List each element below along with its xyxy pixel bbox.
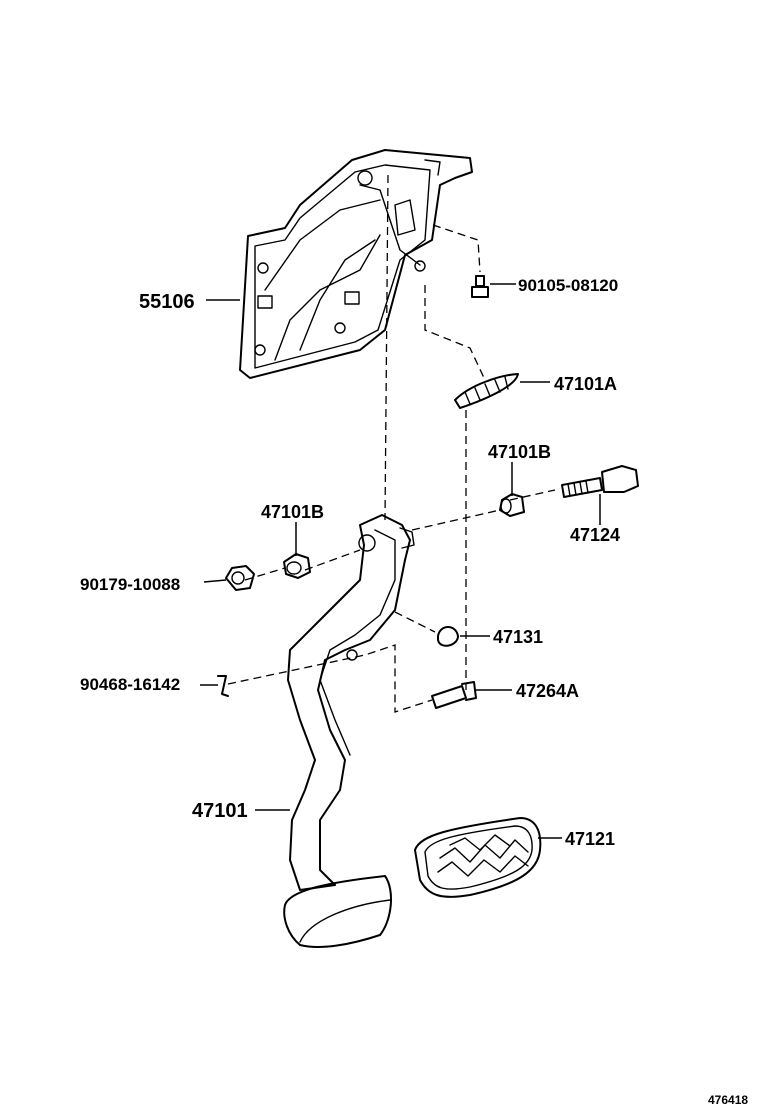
label-90179-10088: 90179-10088: [80, 575, 180, 594]
label-90468-16142: 90468-16142: [80, 675, 180, 694]
label-47131: 47131: [493, 627, 543, 647]
pedal-pad-47121[interactable]: [414, 817, 542, 898]
pedal-arm-47101[interactable]: [283, 514, 415, 948]
label-47264A: 47264A: [516, 681, 579, 701]
spring-47101A[interactable]: [454, 373, 519, 409]
label-47124: 47124: [570, 525, 620, 545]
bolt-90105-08120[interactable]: [471, 275, 489, 298]
bushing-47101B-left[interactable]: [283, 553, 311, 579]
clip-90468-16142[interactable]: [217, 675, 229, 697]
label-47121: 47121: [565, 829, 615, 849]
bolt-47124[interactable]: [561, 465, 639, 498]
bracket-55106[interactable]: [239, 149, 473, 379]
stopper-47131[interactable]: [437, 626, 459, 647]
label-47101: 47101: [192, 800, 248, 822]
pin-47264A[interactable]: [431, 681, 477, 709]
assembly-lines: [227, 174, 556, 713]
label-90105-08120: 90105-08120: [518, 276, 618, 295]
label-47101A: 47101A: [554, 374, 617, 394]
leader-lines: [200, 283, 601, 839]
diagram-ref-code: 476418: [708, 1093, 748, 1107]
label-47101B-right: 47101B: [488, 442, 551, 462]
label-55106: 55106: [139, 291, 195, 313]
bushing-47101B-right[interactable]: [499, 493, 525, 517]
nut-90179-10088[interactable]: [225, 565, 255, 591]
label-47101B-left: 47101B: [261, 502, 324, 522]
